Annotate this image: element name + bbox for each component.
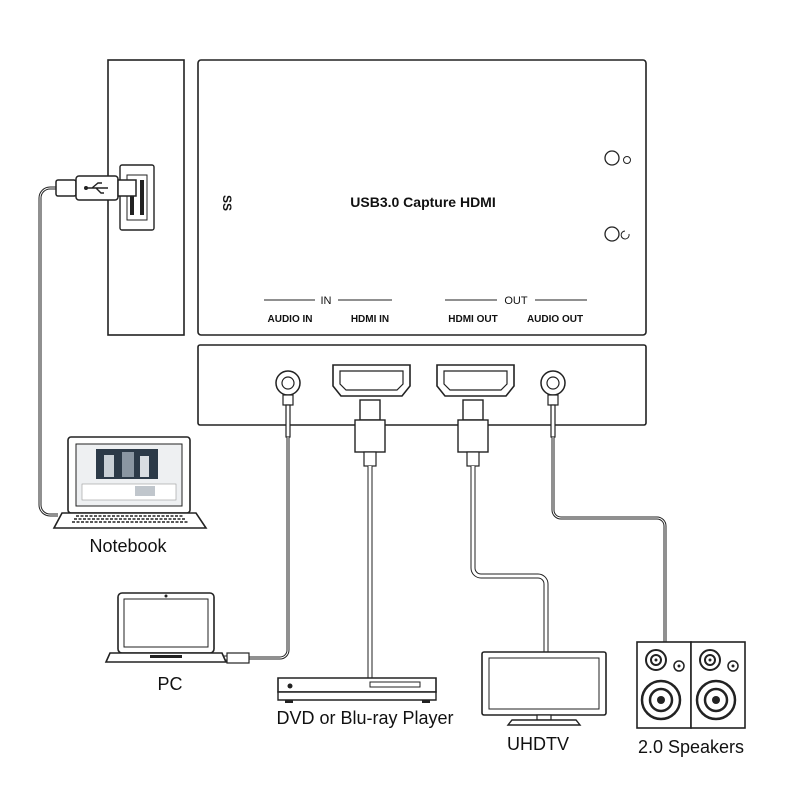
usb-plug-icon [55, 175, 137, 201]
device-side-view [107, 59, 185, 336]
in-group-label: IN [321, 295, 332, 307]
speakers: 2.0 Speakers [636, 641, 746, 757]
led-icon [604, 150, 620, 166]
dvd-label: DVD or Blu-ray Player [276, 708, 453, 728]
pc-label: PC [157, 674, 182, 694]
dvd-player-icon [277, 677, 437, 703]
uhdtv: UHDTV [481, 651, 607, 754]
audio-in-label: AUDIO IN [268, 314, 313, 325]
speaker-icon [636, 641, 692, 729]
device-title: USB3.0 Capture HDMI [350, 194, 495, 210]
uhdtv-label: UHDTV [507, 734, 569, 754]
hdmi-in-label: HDMI IN [351, 314, 389, 325]
audio-in-cable [215, 394, 294, 664]
hdmi-out-port [436, 364, 515, 397]
notebook-label: Notebook [89, 536, 167, 556]
speaker-icon [690, 641, 746, 729]
hdmi-out-label: HDMI OUT [448, 314, 497, 325]
pc: PC [104, 592, 228, 694]
speakers-label: 2.0 Speakers [638, 737, 744, 757]
power-icon [604, 226, 620, 242]
usb-superspeed-logo: SS [220, 195, 234, 211]
hdmi-in-cable [354, 399, 386, 678]
notebook: Notebook [52, 436, 208, 556]
usb-cable [38, 175, 137, 517]
device-front-view [197, 344, 647, 426]
audio-out-cable [547, 394, 667, 642]
audio-out-label: AUDIO OUT [527, 314, 583, 325]
out-group-label: OUT [504, 295, 528, 307]
dvd-player: DVD or Blu-ray Player [276, 677, 454, 728]
device-top-view: SS USB3.0 Capture HDMI IN AUDIO IN HDMI … [197, 59, 647, 336]
laptop-icon [104, 592, 228, 663]
tv-icon [481, 651, 607, 726]
hdmi-in-port [332, 364, 411, 397]
hdmi-out-cable [457, 399, 549, 652]
laptop-icon [52, 436, 208, 529]
